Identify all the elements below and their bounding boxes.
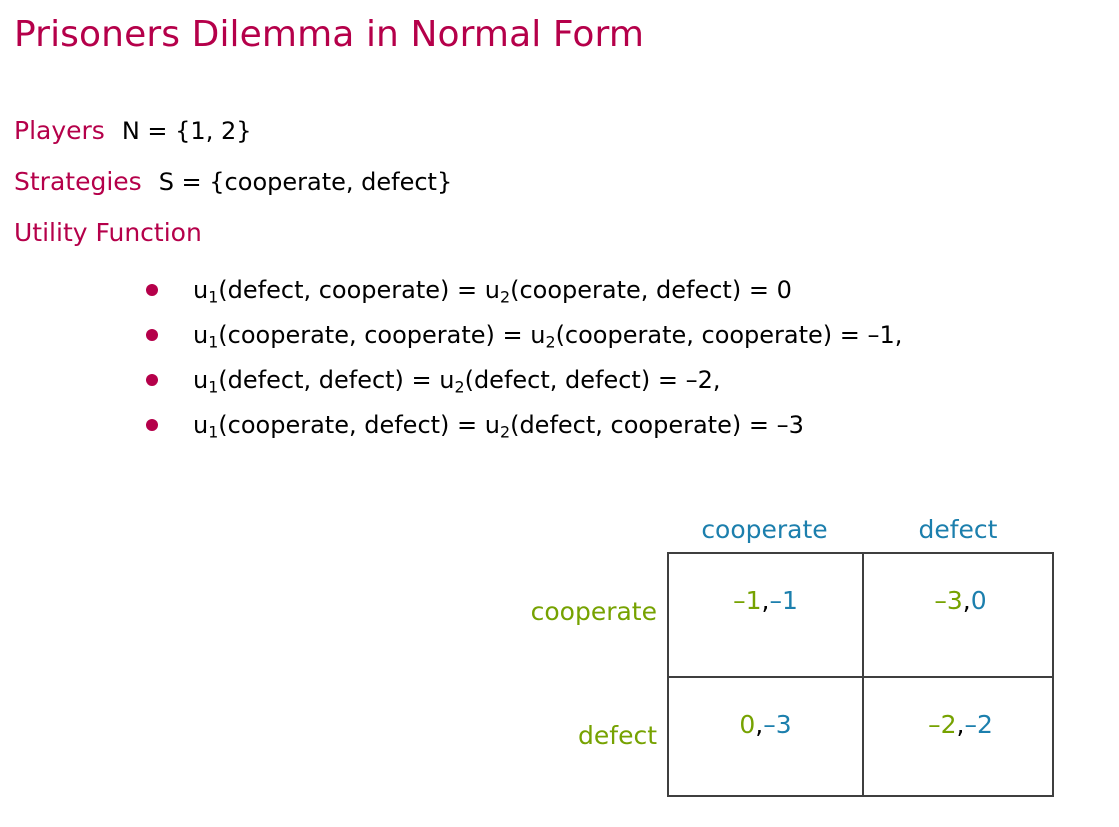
payoff-player2: –2 [964, 709, 993, 739]
payoff-separator: , [962, 585, 971, 615]
bullet-dot-icon [146, 329, 158, 341]
definition-strategies-label: Strategies [14, 167, 142, 196]
utility-equation-4: u1(cooperate, defect) = u2(defect, coope… [193, 411, 804, 442]
utility-equation-3: u1(defect, defect) = u2(defect, defect) … [193, 366, 721, 397]
page-title: Prisoners Dilemma in Normal Form [14, 14, 644, 55]
bullet-dot-icon [146, 284, 158, 296]
payoff-cell-defect-cooperate[interactable]: 0,–3 [669, 678, 862, 800]
payoff-separator: , [761, 585, 770, 615]
payoff-matrix-grid: –1,–1 –3,0 0,–3 –2,–2 [667, 552, 1054, 797]
list-item: u1(cooperate, cooperate) = u2(cooperate,… [0, 313, 1119, 358]
matrix-row-header-defect: defect [578, 721, 657, 750]
payoff-player1: –2 [928, 709, 957, 739]
definition-utility-label: Utility Function [14, 218, 202, 247]
definition-players-label: Players [14, 116, 105, 145]
definition-utility: Utility Function [14, 220, 202, 245]
payoff-player2: –3 [763, 709, 792, 739]
payoff-player1: –3 [934, 585, 963, 615]
definition-strategies-body: S = {cooperate, defect} [158, 168, 453, 196]
payoff-cell-cooperate-defect[interactable]: –3,0 [864, 554, 1057, 676]
payoff-cell-cooperate-cooperate[interactable]: –1,–1 [669, 554, 862, 676]
list-item: u1(cooperate, defect) = u2(defect, coope… [0, 403, 1119, 448]
payoff-separator: , [755, 709, 764, 739]
payoff-player1: 0 [739, 709, 756, 739]
matrix-vertical-divider [862, 554, 864, 795]
utility-function-bullet-list: u1(defect, cooperate) = u2(cooperate, de… [0, 268, 1119, 448]
utility-equation-2: u1(cooperate, cooperate) = u2(cooperate,… [193, 321, 903, 352]
bullet-dot-icon [146, 374, 158, 386]
list-item: u1(defect, defect) = u2(defect, defect) … [0, 358, 1119, 403]
definition-strategies: Strategies S = {cooperate, defect} [14, 169, 452, 194]
matrix-column-header-defect: defect [918, 515, 998, 544]
payoff-matrix: –1,–1 –3,0 0,–3 –2,–2 [667, 552, 1054, 797]
payoff-player2: –1 [769, 585, 798, 615]
definition-players-body: N = {1, 2} [121, 117, 252, 145]
payoff-player1: –1 [733, 585, 762, 615]
matrix-column-header-cooperate: cooperate [701, 515, 828, 544]
utility-equation-1: u1(defect, cooperate) = u2(cooperate, de… [193, 276, 792, 307]
payoff-separator: , [956, 709, 965, 739]
payoff-player2: 0 [970, 585, 987, 615]
bullet-dot-icon [146, 419, 158, 431]
matrix-horizontal-divider [669, 676, 1052, 678]
payoff-cell-defect-defect[interactable]: –2,–2 [864, 678, 1057, 800]
definition-players: Players N = {1, 2} [14, 118, 251, 143]
list-item: u1(defect, cooperate) = u2(cooperate, de… [0, 268, 1119, 313]
matrix-row-header-cooperate: cooperate [530, 597, 657, 626]
